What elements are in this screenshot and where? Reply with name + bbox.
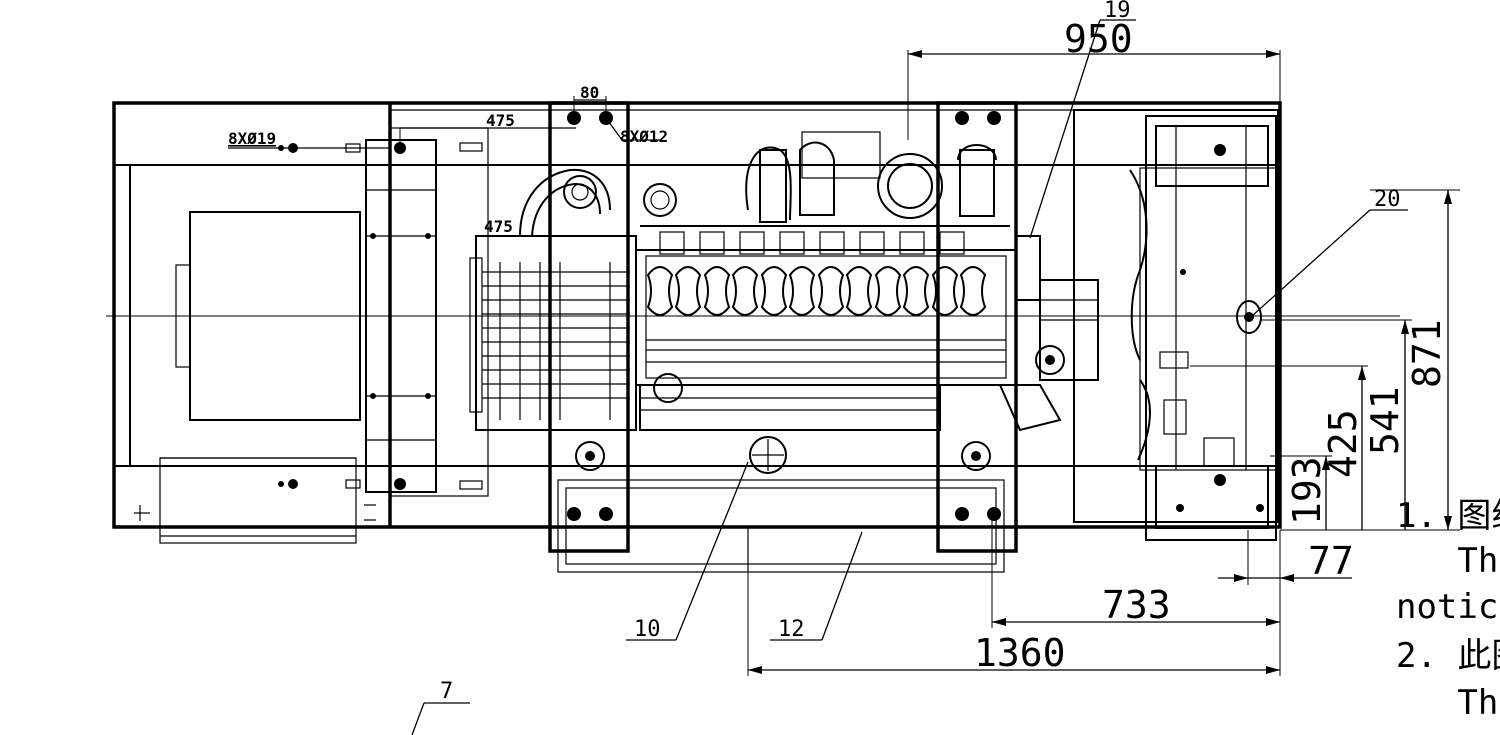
note-line-1: 1. 图纸 — [1396, 496, 1500, 536]
note-line-3: notic — [1396, 587, 1498, 627]
note-line-2: Thi — [1396, 541, 1500, 581]
alternator — [134, 127, 489, 521]
dim-193: 193 — [1285, 456, 1329, 525]
balloon-19: 19 — [1104, 0, 1131, 23]
balloon-20: 20 — [1374, 187, 1401, 212]
dim-541: 541 — [1363, 386, 1407, 455]
balloon-leaders — [411, 19, 1408, 735]
center-lines — [106, 50, 1400, 317]
hole-note-8x19: 8XØ19 — [228, 129, 276, 148]
radiator — [1073, 109, 1279, 541]
dim-733: 733 — [1102, 583, 1171, 627]
note-line-4: 2. 此图 — [1396, 636, 1500, 676]
balloon-labels: 19 20 10 12 7 — [440, 0, 1401, 704]
balloon-7: 7 — [440, 679, 453, 704]
dim-80: 80 — [580, 83, 599, 102]
engine-mounts — [548, 101, 1018, 573]
engine-block — [635, 131, 1099, 474]
dim-475-side: 475 — [484, 217, 513, 236]
dim-950: 950 — [1064, 17, 1133, 61]
dimension-labels: 950 871 541 425 193 77 733 1360 475 475 … — [228, 17, 1449, 675]
dim-871: 871 — [1405, 319, 1449, 388]
base-frame — [112, 101, 1282, 544]
dim-77: 77 — [1308, 539, 1354, 583]
cylinder-heads — [646, 266, 987, 316]
dimension-lines — [228, 50, 1460, 676]
dim-1360: 1360 — [974, 631, 1066, 675]
dim-425: 425 — [1321, 409, 1365, 478]
note-line-5: Thi — [1396, 683, 1500, 723]
intake-ports — [640, 225, 1010, 255]
dim-475-top: 475 — [486, 111, 515, 130]
flywheel-housing — [469, 168, 637, 431]
notes: 1. 图纸 Thi notic 2. 此图 Thi — [1396, 496, 1500, 723]
balloon-10: 10 — [634, 617, 661, 642]
balloon-12: 12 — [778, 617, 805, 642]
hole-note-8x12: 8XØ12 — [620, 127, 668, 146]
